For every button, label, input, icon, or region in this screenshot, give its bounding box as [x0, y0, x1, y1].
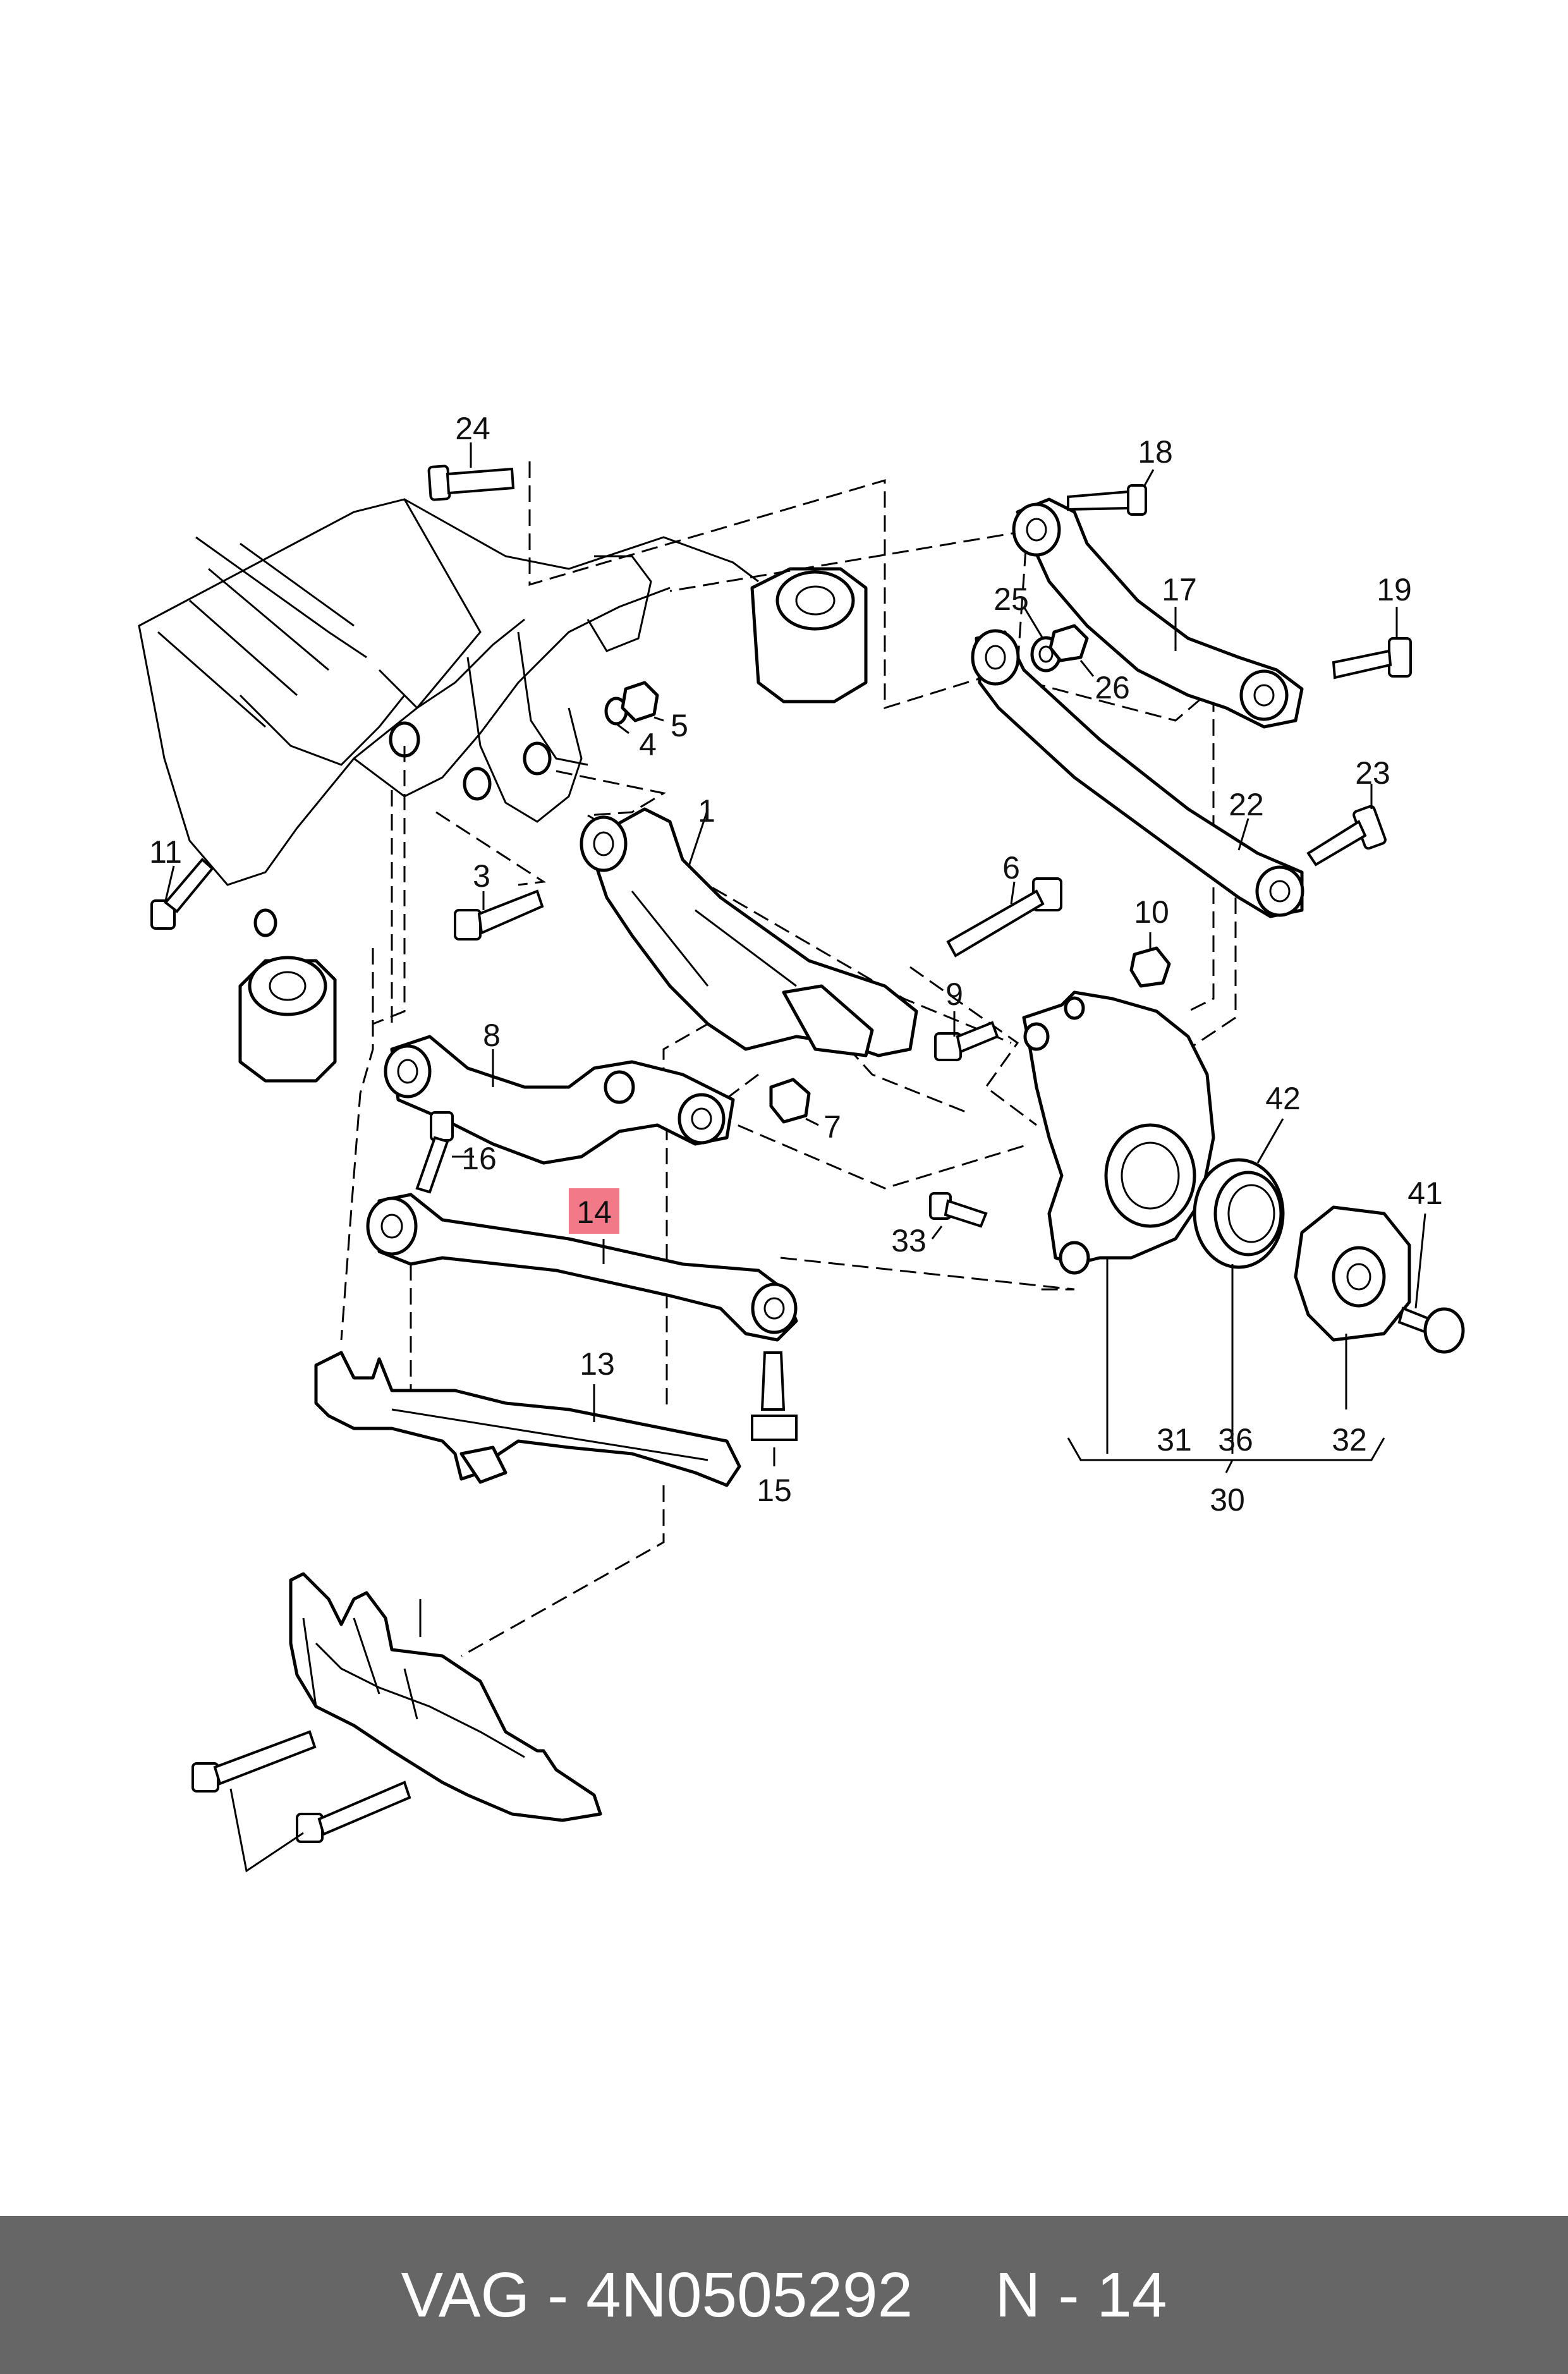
exploded-parts-diagram: 24 18 17 19 25 26 5 4 1 22 23 11 3 6 10 …	[138, 411, 1465, 1873]
callout-25: 25	[994, 581, 1029, 617]
part-22-link	[971, 629, 1304, 918]
callout-8: 8	[483, 1018, 501, 1053]
callout-14: 14	[576, 1195, 612, 1230]
callout-11: 11	[149, 834, 182, 870]
subframe	[138, 498, 868, 1083]
callout-33: 41	[1407, 1176, 1443, 1211]
leader-lines	[164, 442, 1426, 1873]
part-reference: VAG - 4N0505292	[401, 2259, 913, 2330]
callout-26: 26	[1095, 670, 1130, 705]
callout-24: 24	[455, 411, 490, 446]
callout-5: 5	[671, 708, 688, 743]
part-8-upper-link	[384, 1035, 735, 1165]
callout-4: 4	[639, 727, 657, 762]
callout-36: 42	[1265, 1081, 1301, 1116]
callout-31: 33	[891, 1223, 927, 1258]
callout-19: 19	[1377, 572, 1412, 607]
part-1-lower-control-arm	[580, 807, 918, 1057]
callout-18: 18	[1138, 434, 1173, 470]
fasteners	[150, 465, 1465, 1843]
assembly-lines	[340, 461, 1237, 1657]
callout-labels: 24 18 17 19 25 26 5 4 1 22 23 11 3 6 10 …	[149, 411, 1443, 1518]
callout-10: 10	[1134, 894, 1169, 930]
callout-group30-36: 36	[1218, 1422, 1253, 1458]
callout-16: 16	[461, 1141, 497, 1176]
callout-7: 7	[824, 1109, 841, 1145]
part-36-wheel-bearing	[1193, 1158, 1285, 1269]
callout-group30-31: 31	[1157, 1422, 1192, 1458]
part-14-tie-rod	[366, 1193, 798, 1342]
callout-1: 1	[698, 793, 715, 829]
callout-17: 17	[1162, 572, 1197, 607]
callout-13: 13	[580, 1346, 615, 1382]
callout-group30-32: 32	[1332, 1422, 1367, 1458]
part-32-wheel-hub	[1294, 1205, 1411, 1342]
part-17-upper-arm	[1012, 497, 1304, 729]
callout-30: 30	[1210, 1482, 1245, 1518]
part-31-bearing-housing	[1022, 990, 1215, 1275]
callout-6: 6	[1002, 850, 1020, 886]
position-label: N - 14	[995, 2259, 1167, 2330]
callout-9: 9	[945, 977, 963, 1012]
callout-15: 15	[757, 1473, 792, 1508]
callout-3: 3	[473, 858, 490, 894]
part-13-bracket	[314, 1351, 741, 1487]
part-41-cover	[289, 1572, 602, 1822]
footer-bar: VAG - 4N0505292 N - 14	[0, 2216, 1568, 2374]
callout-23: 23	[1355, 755, 1390, 791]
highlight-box	[569, 1188, 619, 1234]
callout-22: 22	[1229, 787, 1264, 822]
